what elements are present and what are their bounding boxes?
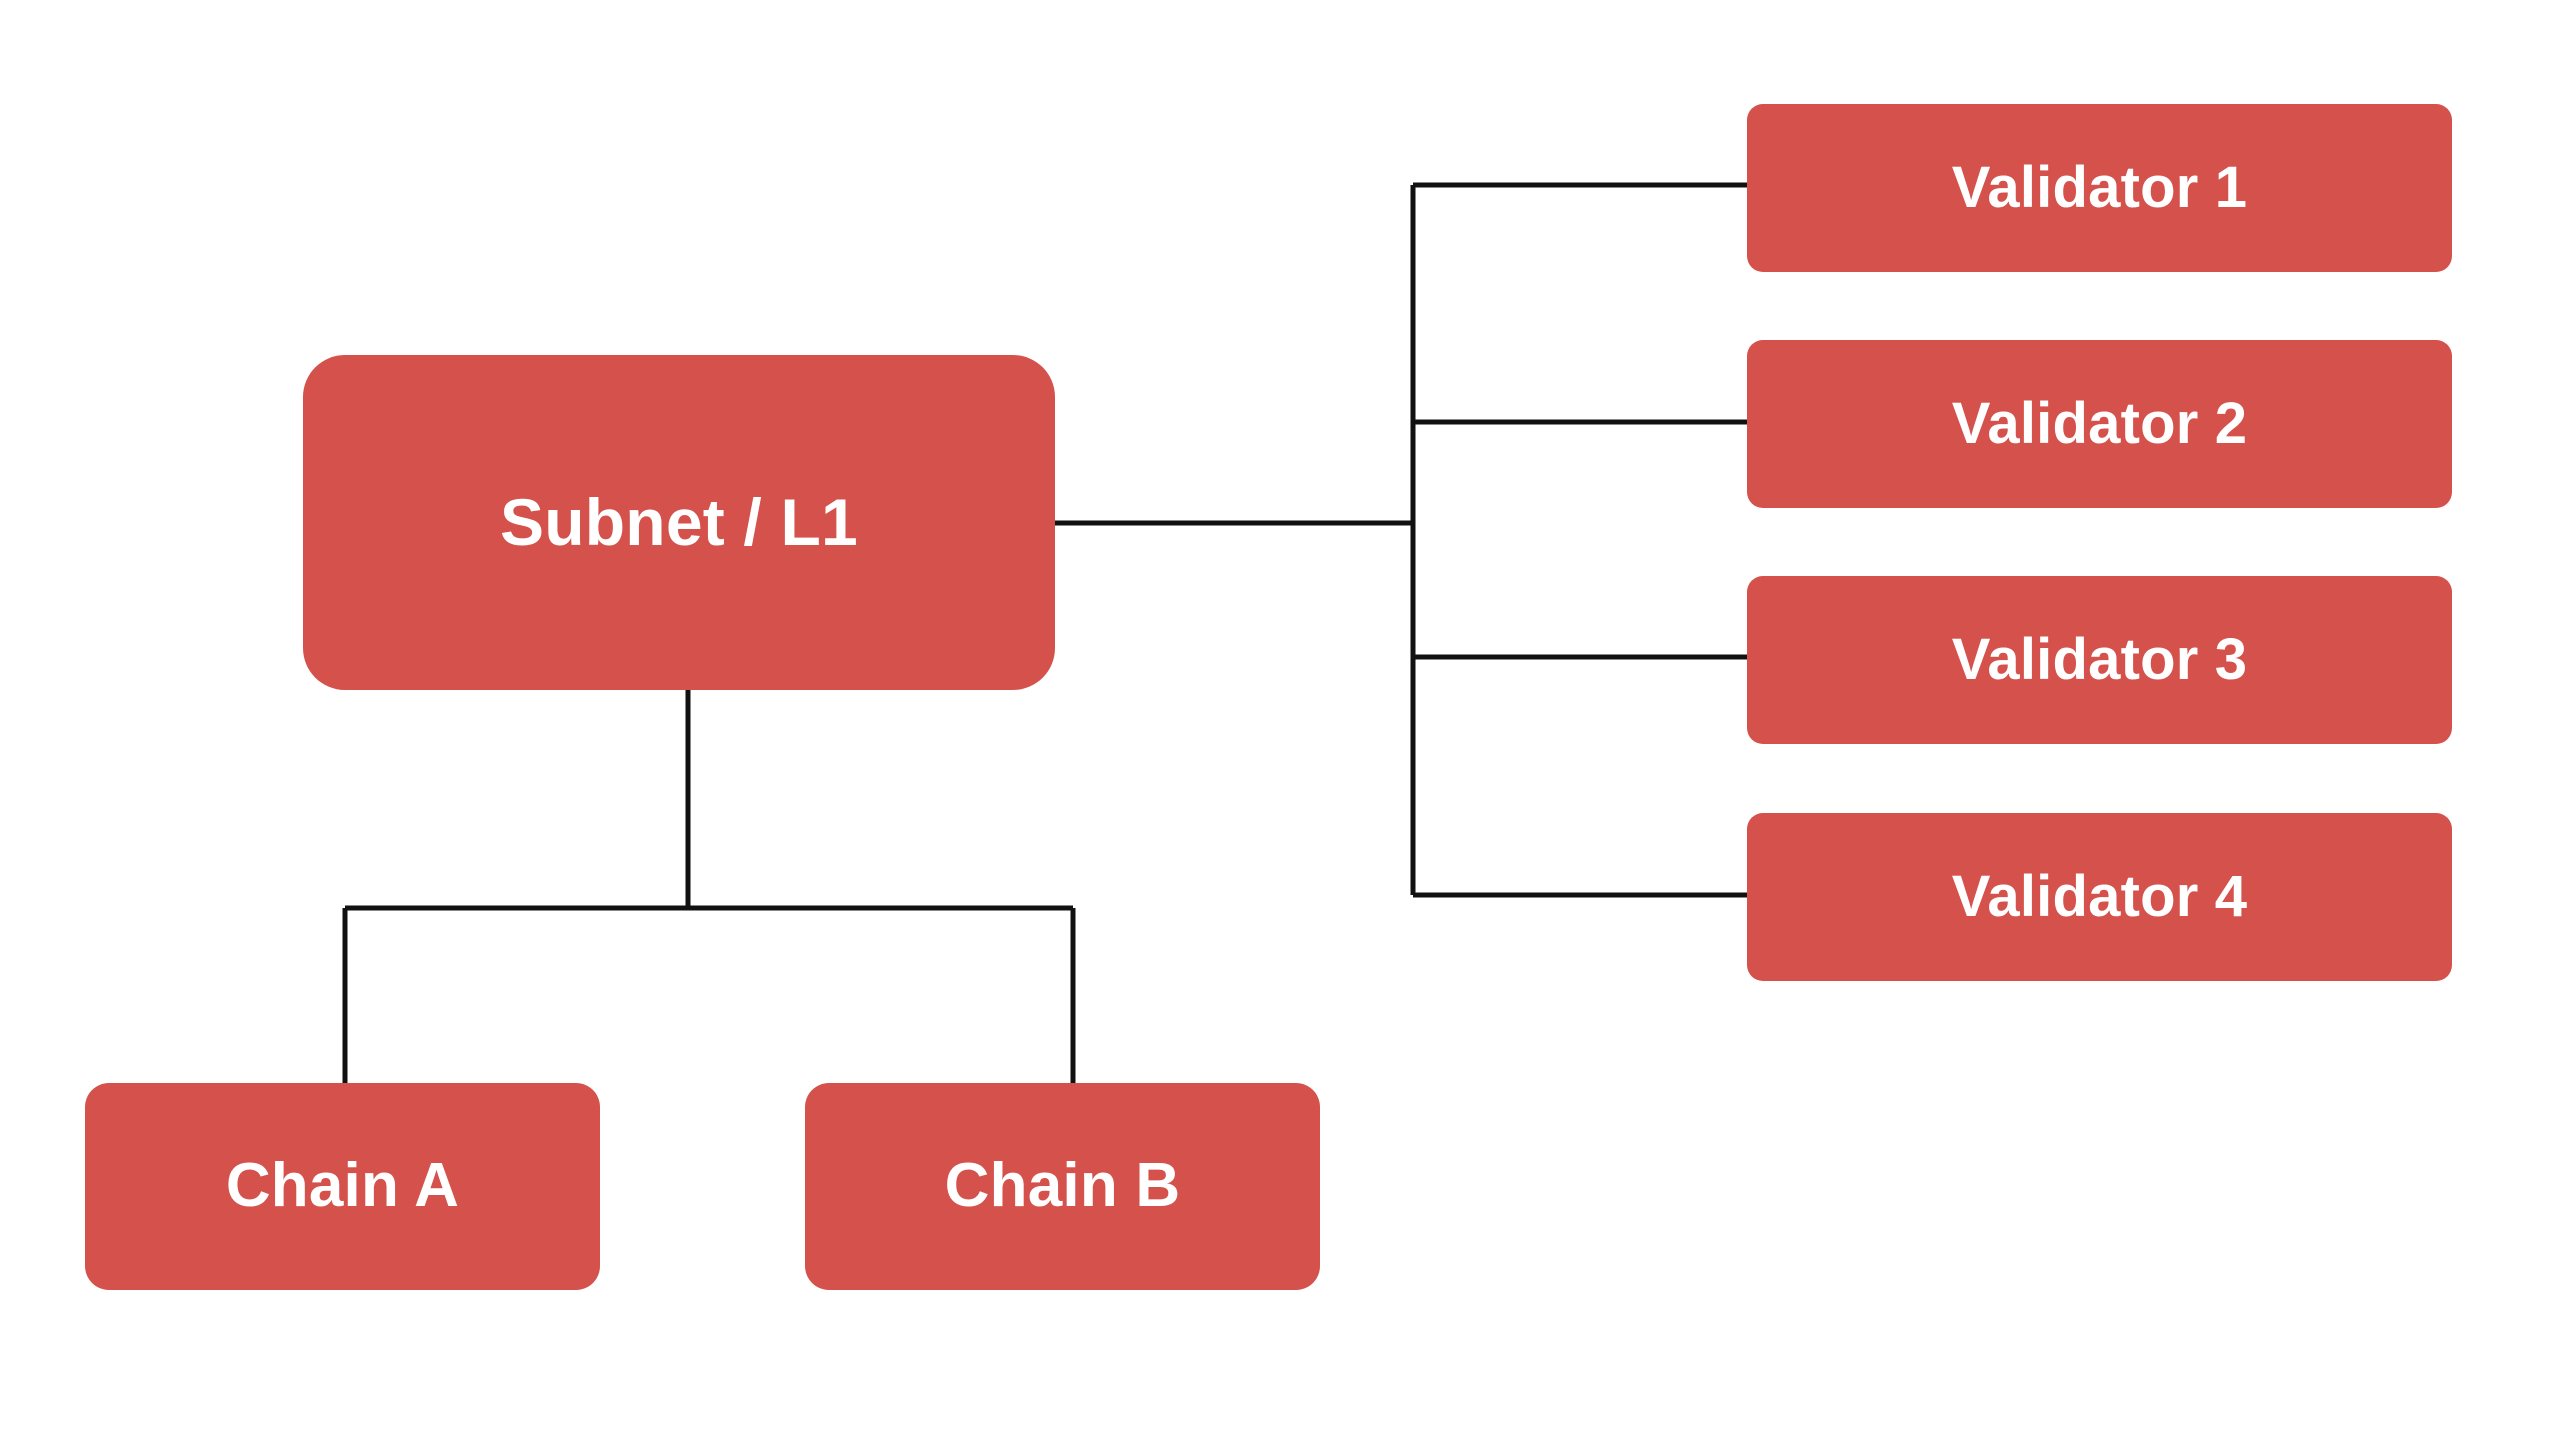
node-validator-4[interactable]: Validator 4: [1747, 813, 2452, 981]
node-validator-3-label: Validator 3: [1951, 627, 2248, 693]
node-subnet-l1[interactable]: Subnet / L1: [303, 355, 1055, 690]
node-validator-3[interactable]: Validator 3: [1747, 576, 2452, 744]
node-validator-1[interactable]: Validator 1: [1747, 104, 2452, 272]
node-chain-b[interactable]: Chain B: [805, 1083, 1320, 1290]
node-subnet-l1-label: Subnet / L1: [500, 485, 858, 560]
node-chain-a[interactable]: Chain A: [85, 1083, 600, 1290]
node-chain-a-label: Chain A: [225, 1151, 460, 1221]
node-validator-1-label: Validator 1: [1951, 155, 2248, 221]
node-chain-b-label: Chain B: [944, 1151, 1181, 1221]
node-validator-2[interactable]: Validator 2: [1747, 340, 2452, 508]
node-validator-2-label: Validator 2: [1951, 391, 2248, 457]
node-validator-4-label: Validator 4: [1951, 864, 2248, 930]
